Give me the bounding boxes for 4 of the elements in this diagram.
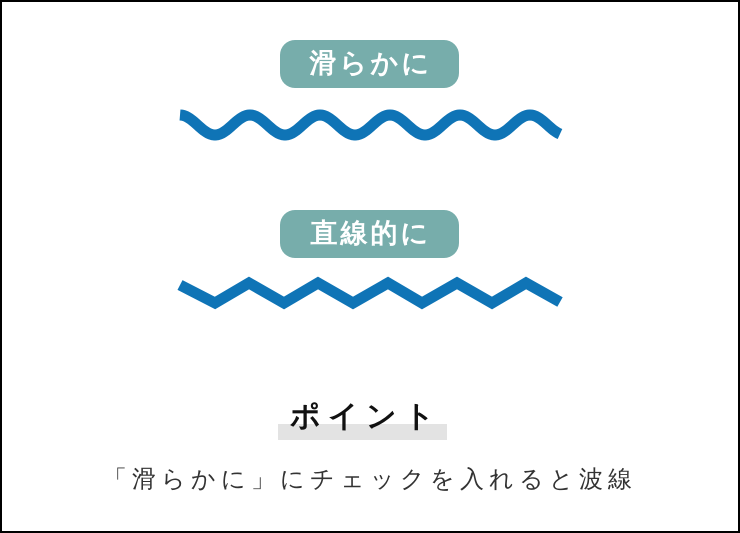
highlighted-heading: ポイント [278, 400, 447, 440]
note-text: 「滑らかに」にチェックを入れると波線 [103, 464, 637, 495]
label-pill: 滑らかに [280, 40, 459, 88]
label-pill: 直線的に [280, 210, 459, 258]
